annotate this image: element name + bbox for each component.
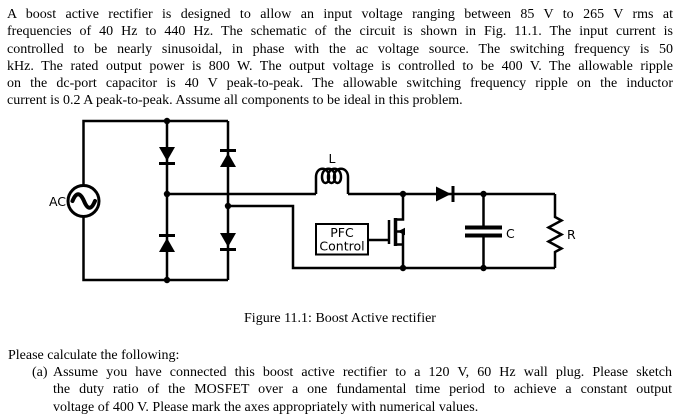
bridge-diode-bottom-left [159, 234, 175, 252]
figure-caption: Figure 11.1: Boost Active rectifier [244, 311, 436, 326]
junction-dot [399, 190, 407, 198]
wire [228, 204, 555, 270]
problem-statement: A boost active rectifier is designed to … [7, 6, 673, 110]
bridge-diode-top-left [159, 147, 175, 165]
resistor-label: R [567, 227, 576, 242]
inductor-coil-icon [314, 167, 350, 194]
question-item-a: (a) Assume you have connected this boost… [32, 364, 672, 416]
question-line: Assume you have connected this boost act… [53, 365, 672, 380]
ac-label: AC [49, 194, 66, 209]
inductor: L [314, 151, 350, 194]
boost-diode [436, 186, 455, 202]
junction-dot [163, 190, 171, 198]
junction-dot [399, 264, 407, 272]
wire [82, 216, 228, 282]
bridge-diode-bottom-right [220, 233, 236, 251]
questions-intro: Please calculate the following: [8, 348, 180, 363]
bridge-diode-top-right [220, 149, 236, 167]
question-item-text: Assume you have connected this boost act… [53, 364, 672, 416]
sine-wave-icon [70, 192, 97, 210]
pfc-control-box: PFC Control [315, 223, 369, 256]
circuit-wires [82, 119, 555, 282]
wire [82, 119, 228, 186]
capacitor-plate-top [465, 225, 502, 230]
question-line: the duty ratio of the MOSFET over a one … [53, 382, 672, 398]
question-line: voltage of 400 V. Please mark the axes a… [53, 399, 479, 415]
junction-dot [480, 190, 487, 198]
diode-bridge [159, 147, 236, 252]
inductor-label: L [329, 151, 336, 166]
capacitor: C [465, 194, 515, 268]
problem-line: controlled to be nearly sinusoidal, in p… [7, 41, 673, 57]
mosfet [368, 194, 405, 268]
problem-line: on the dc-port capacitor is 40 V peak-to… [7, 76, 673, 92]
problem-line: current is 0.2 A peak-to-peak. Assume al… [7, 93, 463, 109]
problem-line: frequencies of 40 Hz to 440 Hz. The sche… [7, 24, 673, 40]
problem-line: A boost active rectifier is designed to … [7, 7, 673, 22]
capacitor-plate-bottom [465, 233, 502, 238]
junction-dots [163, 117, 487, 284]
junction-dot [224, 202, 232, 210]
pfc-label-line1: PFC [330, 225, 354, 240]
resistor-zigzag-icon [545, 194, 565, 268]
resistor: R [545, 194, 576, 268]
mosfet-body-arrow-icon [397, 227, 405, 236]
capacitor-label: C [506, 226, 515, 241]
junction-dot [163, 117, 171, 125]
question-item-label: (a) [32, 365, 48, 380]
problem-line: kHz. The rated output power is 800 W. Th… [7, 58, 673, 74]
junction-dot [163, 276, 171, 284]
pfc-label-line2: Control [319, 239, 364, 254]
mosfet-body-lead [397, 230, 405, 268]
junction-dot [480, 264, 487, 272]
ac-source: AC [49, 184, 101, 218]
mosfet-drain-lead [397, 194, 405, 221]
